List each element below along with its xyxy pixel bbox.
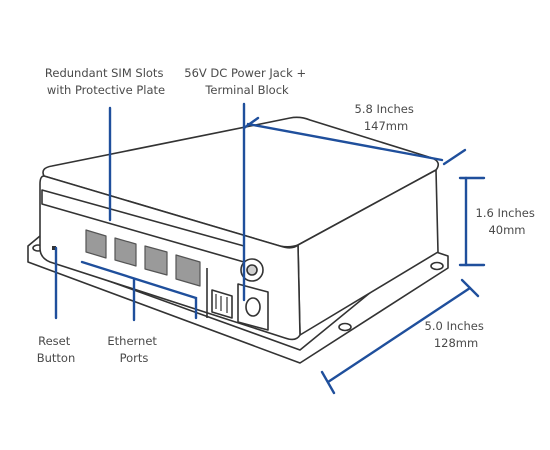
width-dimension-label: 5.0 Inches 128mm: [425, 319, 488, 350]
length-dimension-line: [246, 122, 444, 162]
terminal-block-slots: [215, 294, 228, 313]
ethernet-port-3: [144, 245, 168, 276]
ethernet-port-2: [114, 237, 137, 267]
device-illustration: [27, 116, 449, 364]
length-tick-right: [442, 148, 467, 166]
sim-slots-label: Redundant SIM Slots with Protective Plat…: [45, 66, 167, 97]
power-jack-barrel: [245, 297, 261, 317]
ethernet-port-4: [175, 254, 201, 287]
ethernet-port-1: [85, 229, 107, 259]
flange-hole-right: [430, 261, 444, 271]
mounting-flange: [27, 235, 449, 364]
round-connector-inner: [246, 264, 258, 276]
width-dimension-line: [326, 286, 472, 384]
length-tick-left: [242, 116, 260, 130]
dimension-lines: [242, 116, 486, 395]
length-dimension-label: 5.8 Inches 147mm: [355, 102, 418, 133]
ethernet-ports-label: Ethernet Ports: [107, 334, 160, 365]
reset-button-hole: [52, 246, 56, 250]
power-jack-label: 56V DC Power Jack + Terminal Block: [184, 66, 310, 97]
ethernet-bracket: [80, 260, 198, 320]
reset-button-label: Reset Button: [37, 334, 76, 365]
height-dimension-label: 1.6 Inches 40mm: [476, 206, 539, 237]
callout-lines: [54, 102, 246, 322]
width-tick-top: [460, 278, 480, 298]
flange-hole-front: [338, 322, 352, 332]
ethernet-port-group: [85, 229, 201, 287]
width-tick-bottom: [320, 370, 336, 395]
